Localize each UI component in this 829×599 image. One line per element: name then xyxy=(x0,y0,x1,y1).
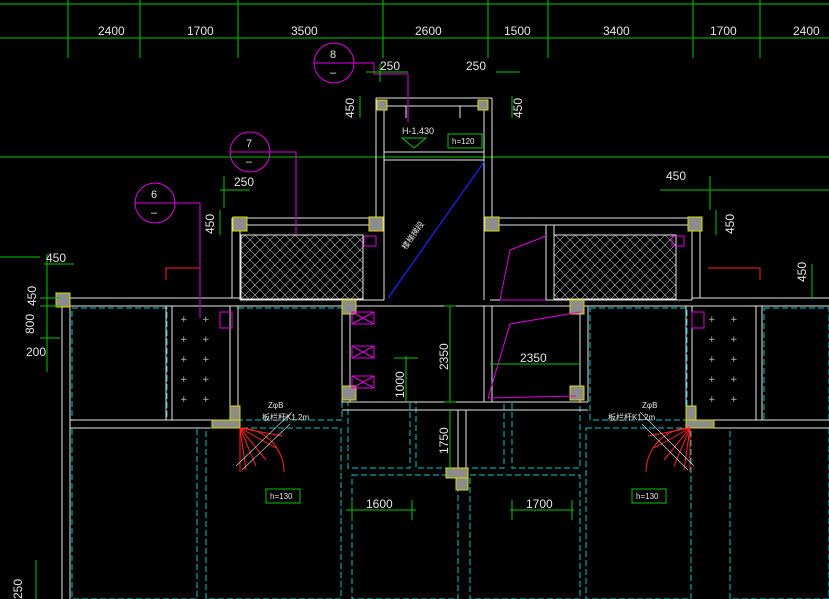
door-left-tag-2: 板栏杆K1.2m xyxy=(262,412,309,422)
dimension-lines xyxy=(35,64,813,599)
callout-7-sub: – xyxy=(246,156,253,168)
door-hatch-right xyxy=(639,411,695,471)
top-dim-8: 2400 xyxy=(793,24,820,38)
dim-450-side: 450 xyxy=(25,286,39,306)
callout-7-number: 7 xyxy=(246,138,252,150)
dim-2350-v: 2350 xyxy=(437,343,451,370)
svg-text:+: + xyxy=(180,315,188,325)
top-dim-2: 1700 xyxy=(187,24,214,38)
hatched-area-left xyxy=(240,234,364,300)
h130-left-label: h=130 xyxy=(270,492,293,501)
svg-text:+: + xyxy=(708,315,716,325)
svg-text:+: + xyxy=(202,335,210,345)
elevation-marker xyxy=(400,137,428,149)
svg-text:+: + xyxy=(730,335,738,345)
top-dim-1: 2400 xyxy=(98,24,125,38)
top-dim-4: 2600 xyxy=(415,24,442,38)
top-dim-6: 3400 xyxy=(603,24,630,38)
dim-200: 200 xyxy=(26,345,46,359)
svg-text:+: + xyxy=(202,375,210,385)
h120-label: h=120 xyxy=(452,137,475,146)
svg-text:+: + xyxy=(180,395,188,405)
dim-250-b: 250 xyxy=(466,59,486,73)
stair-diagonal xyxy=(387,161,485,299)
callout-6-number: 6 xyxy=(151,189,157,201)
top-dimension-chain: 2400 1700 3500 2600 1500 3400 1700 2400 xyxy=(60,24,829,39)
svg-text:+: + xyxy=(708,355,716,365)
svg-text:+: + xyxy=(180,335,188,345)
dim-1700: 1700 xyxy=(526,497,553,511)
dim-450-v1: 450 xyxy=(343,98,357,118)
door-right-tag-2: 板栏杆K1.2m xyxy=(608,412,655,422)
h130-left-box xyxy=(265,488,301,504)
svg-text:+: + xyxy=(730,395,738,405)
dim-1600: 1600 xyxy=(366,497,393,511)
h120-box xyxy=(447,133,483,149)
stair-label: 楼梯梯段 xyxy=(399,219,426,251)
dim-1000: 1000 xyxy=(393,371,407,398)
svg-text:+: + xyxy=(202,315,210,325)
dim-250-bottom: 250 xyxy=(11,579,25,599)
door-left-tag-1: ZφB xyxy=(268,401,283,410)
svg-text:+: + xyxy=(202,355,210,365)
svg-text:+: + xyxy=(708,375,716,385)
svg-text:+: + xyxy=(708,335,716,345)
callout-8: 8 – xyxy=(313,42,409,122)
hatched-area-right xyxy=(553,234,677,300)
svg-text:+: + xyxy=(180,355,188,365)
callout-8-sub: – xyxy=(330,67,337,79)
dim-450-v2: 450 xyxy=(511,98,525,118)
door-hatch-left xyxy=(235,411,293,471)
h130-right-label: h=130 xyxy=(636,492,659,501)
magenta-details xyxy=(219,235,705,399)
svg-text:+: + xyxy=(202,395,210,405)
dim-450-v4: 450 xyxy=(723,214,737,234)
structural-columns xyxy=(55,99,715,491)
dim-250-a: 250 xyxy=(380,59,400,73)
h130-right-box xyxy=(631,488,667,504)
callout-6-sub: – xyxy=(151,207,158,219)
dim-450-h2: 450 xyxy=(46,251,66,265)
svg-text:+: + xyxy=(730,375,738,385)
dim-800: 800 xyxy=(23,314,37,334)
dim-450-v5: 450 xyxy=(795,262,809,282)
callout-7: 7 – xyxy=(229,131,297,234)
callout-6: 6 – xyxy=(134,182,201,318)
dim-1750: 1750 xyxy=(437,427,451,454)
dim-450-h1: 450 xyxy=(666,169,686,183)
svg-text:+: + xyxy=(730,315,738,325)
callout-8-number: 8 xyxy=(330,49,336,61)
svg-text:+: + xyxy=(708,395,716,405)
top-dim-5: 1500 xyxy=(504,24,531,38)
door-swing-left xyxy=(239,427,285,473)
elevation-label: H-1.430 xyxy=(402,126,434,136)
door-right-tag-1: ZφB xyxy=(642,401,657,410)
top-dim-7: 1700 xyxy=(710,24,737,38)
window-marks xyxy=(351,311,375,389)
svg-text:+: + xyxy=(180,375,188,385)
plus-fill-right: + + + + + + + + + + xyxy=(708,315,738,405)
dim-450-v3: 450 xyxy=(203,214,217,234)
dim-2350-h: 2350 xyxy=(520,351,547,365)
balcony-rails xyxy=(165,267,761,280)
plus-fill-left: + + + + + + + + + + xyxy=(180,315,210,405)
top-dim-3: 3500 xyxy=(291,24,318,38)
dim-250-c: 250 xyxy=(234,175,254,189)
svg-text:+: + xyxy=(730,355,738,365)
